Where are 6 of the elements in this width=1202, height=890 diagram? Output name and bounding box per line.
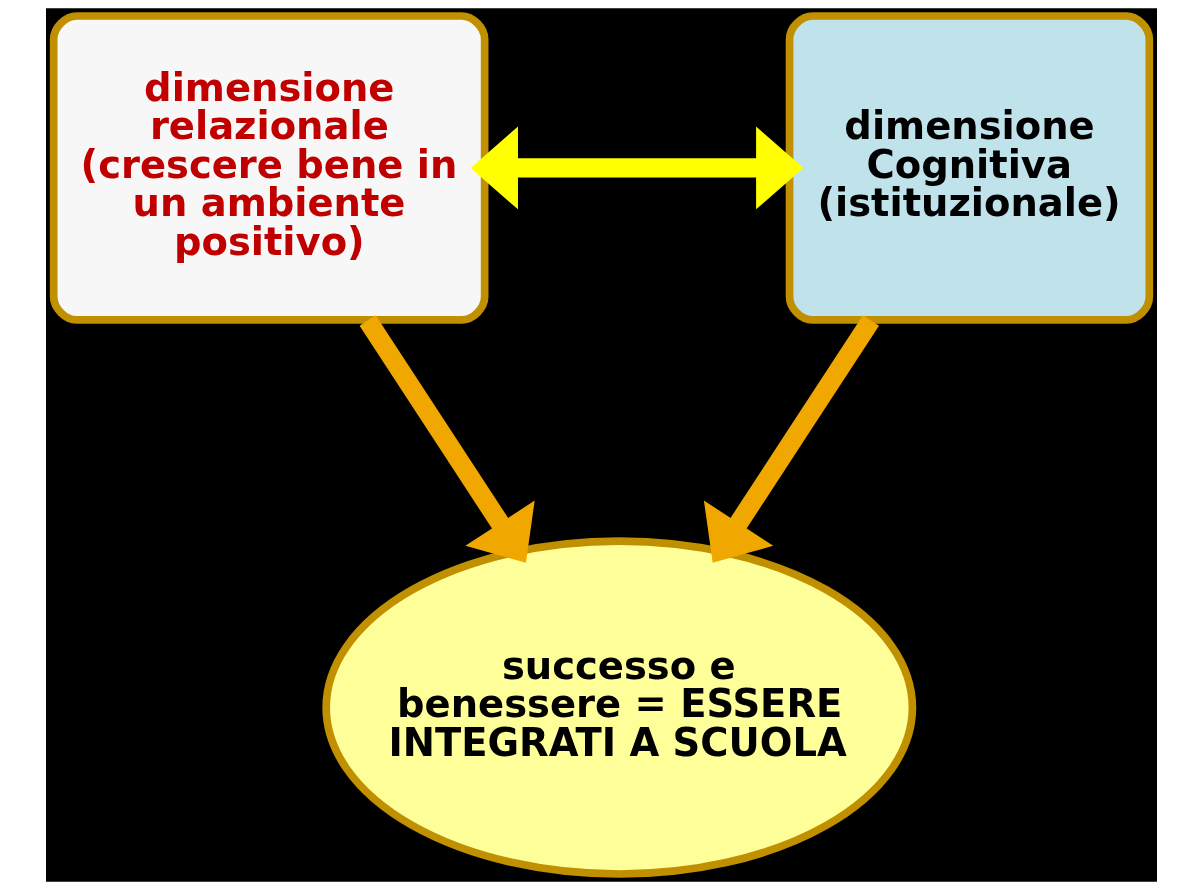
arrow (359, 315, 535, 563)
arrow (703, 315, 879, 563)
node-box: dimensione relazionale (crescere bene in un ambiente positivo) (49, 12, 488, 324)
node-ellipse: successo e benessere = ESSERE INTEGRATI A SCUOLA (321, 537, 916, 878)
arrow (470, 126, 803, 210)
node-box: dimensione Cognitiva (istituzionale) (785, 12, 1153, 324)
